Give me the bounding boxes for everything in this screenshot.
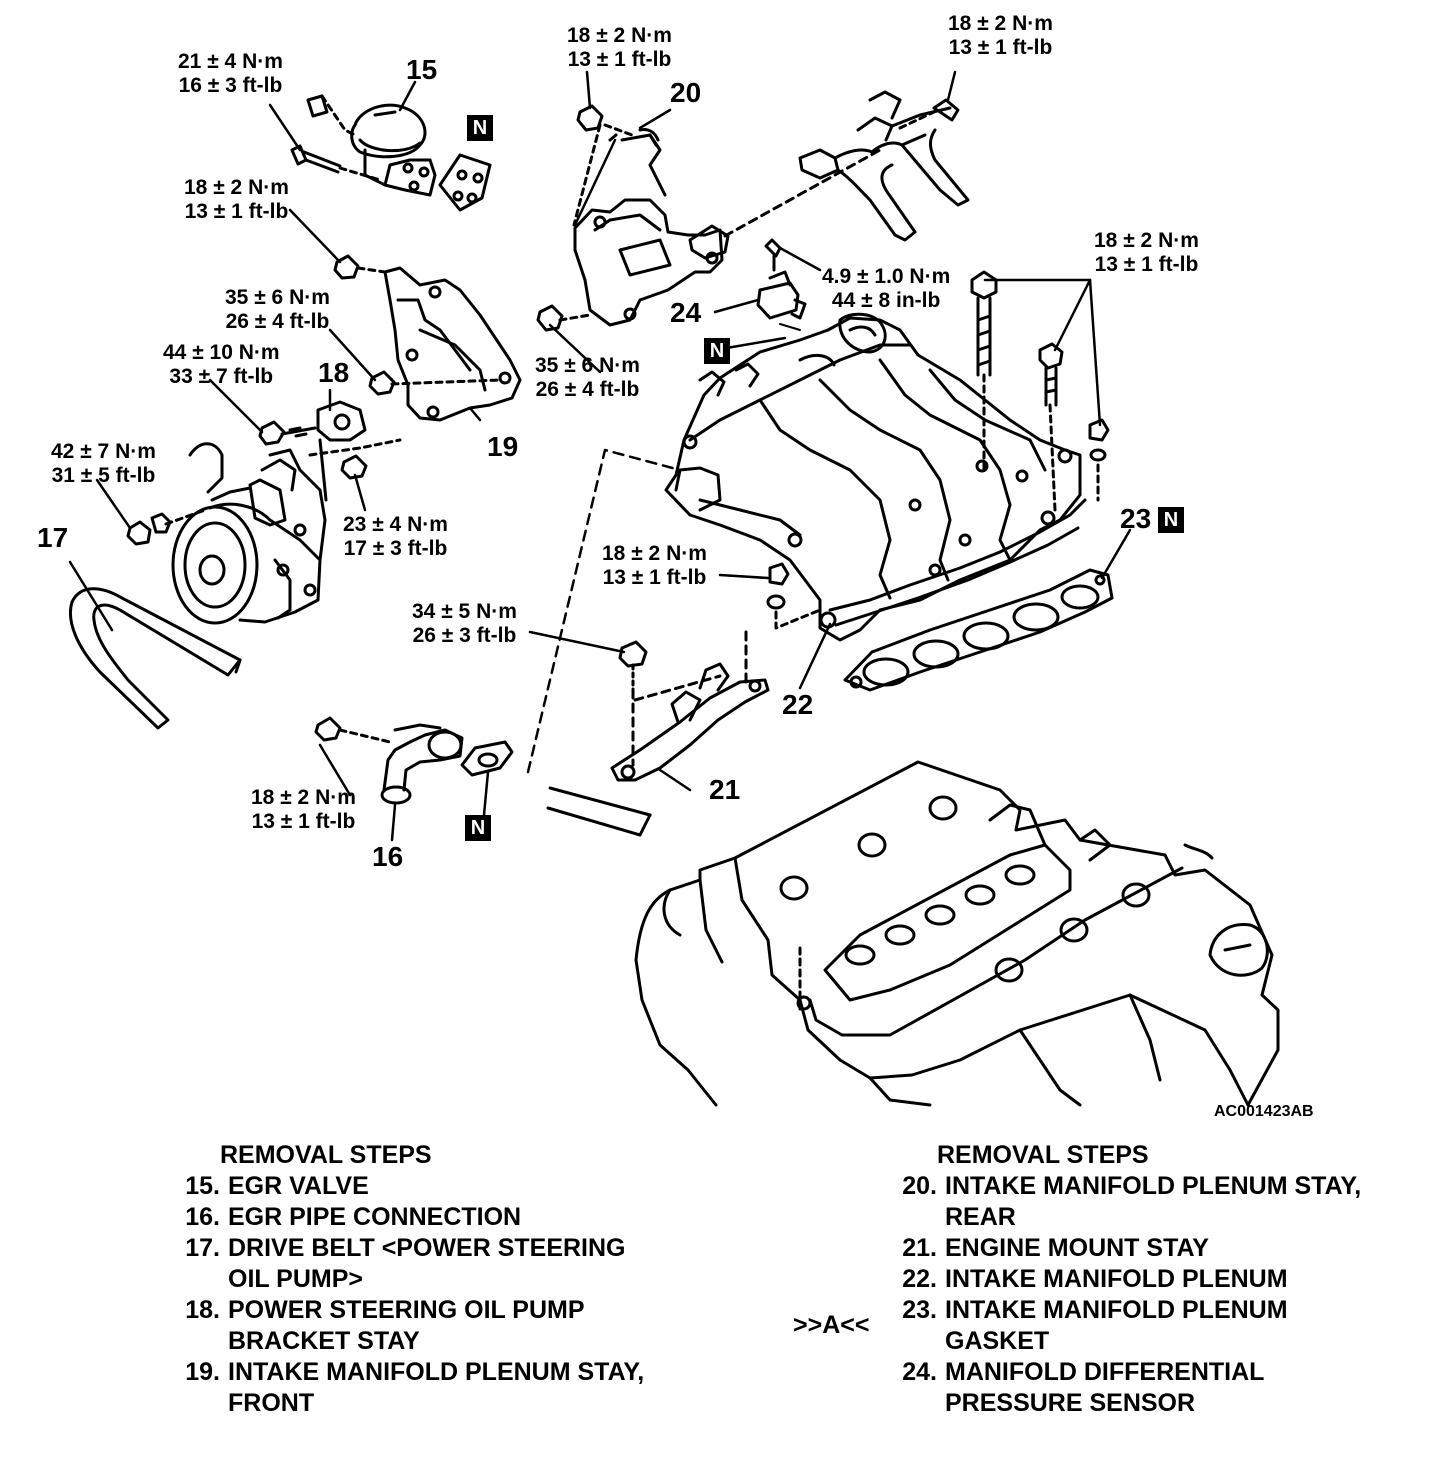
removal-steps-left: REMOVAL STEPS 15.EGR VALVE 16.EGR PIPE C…	[175, 1140, 644, 1419]
step-item: 22.INTAKE MANIFOLD PLENUM	[902, 1265, 1288, 1293]
plenum-gasket-illustration	[843, 568, 1114, 692]
plenum-stay-rear-illustration	[536, 104, 882, 332]
drive-belt-illustration	[68, 587, 242, 730]
step-item: 20.INTAKE MANIFOLD PLENUM STAY,REAR	[902, 1172, 1362, 1231]
pressure-sensor-illustration	[756, 238, 807, 331]
callout-18: 18	[318, 357, 350, 388]
figure-code: AC001423AB	[1214, 1103, 1314, 1120]
step-item: 16.EGR PIPE CONNECTION	[185, 1203, 522, 1231]
plenum-stay-front-illustration	[333, 254, 522, 422]
non-reusable-badge-egr-gasket: N	[467, 115, 493, 141]
callout-20: 20	[670, 77, 702, 108]
pump-bracket-stay-illustration	[258, 400, 402, 502]
callout-21: 21	[709, 774, 741, 805]
removal-steps-heading: REMOVAL STEPS	[220, 1141, 432, 1169]
egr-pipe-illustration	[314, 716, 514, 805]
callout-19: 19	[487, 431, 519, 462]
power-steering-pump-illustration	[126, 442, 327, 625]
plenum-fasteners-illustration	[766, 270, 1110, 630]
step-item: 19.INTAKE MANIFOLD PLENUM STAY,FRONT	[185, 1358, 645, 1417]
coolant-pipe-illustration	[798, 90, 970, 242]
removal-steps-heading: REMOVAL STEPS	[937, 1141, 1149, 1169]
callout-24: 24	[670, 297, 702, 328]
callout-22: 22	[782, 689, 814, 720]
engine-mount-stay-illustration	[546, 630, 770, 837]
leader-lines	[68, 70, 1132, 842]
step-item: 21.ENGINE MOUNT STAY	[902, 1234, 1209, 1262]
callout-23: 23	[1120, 503, 1152, 534]
removal-steps-right: REMOVAL STEPS 20.INTAKE MANIFOLD PLENUM …	[892, 1140, 1361, 1419]
callout-17: 17	[37, 522, 69, 553]
procedure-marker: >>A<<	[793, 1311, 870, 1339]
non-reusable-badge-plenum-gasket: N	[1158, 507, 1184, 533]
callout-15: 15	[406, 54, 438, 85]
step-item: 15.EGR VALVE	[185, 1172, 369, 1200]
callout-16: 16	[372, 841, 404, 872]
non-reusable-badge-sensor: N	[704, 338, 730, 364]
egr-valve-illustration	[290, 94, 492, 212]
non-reusable-badge-egr-pipe-gasket: N	[465, 815, 491, 841]
engine-block-illustration	[634, 760, 1280, 1107]
